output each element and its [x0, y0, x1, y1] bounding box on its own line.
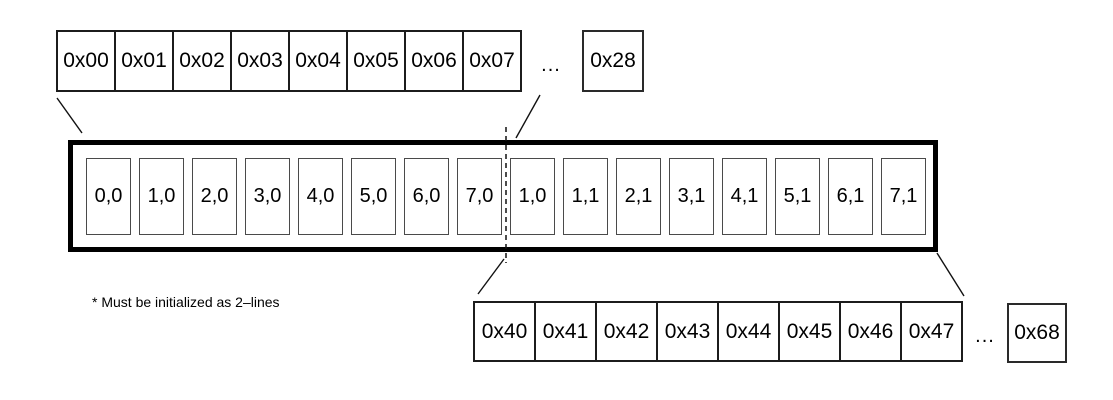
line2-ellipsis: ...	[975, 325, 995, 347]
ddram-cell: 5,0	[351, 158, 396, 235]
line2-last-address-box: 0x68	[1007, 303, 1067, 363]
line1-last-address-box: 0x28	[582, 30, 644, 92]
ddram-cell: 7,1	[881, 158, 926, 235]
ddram-container: 0,0 1,0 2,0 3,0 4,0 5,0 6,0 7,0 1,0 1,1 …	[68, 140, 938, 252]
address-cell: 0x03	[232, 30, 290, 92]
ddram-cell: 1,0	[510, 158, 555, 235]
connector-bottom-right-line	[936, 252, 965, 297]
address-cell: 0x43	[658, 301, 719, 362]
line1-address-strip: 0x00 0x01 0x02 0x03 0x04 0x05 0x06 0x07	[56, 30, 522, 92]
ddram-cell: 6,0	[404, 158, 449, 235]
ddram-cell: 2,0	[192, 158, 237, 235]
address-cell: 0x01	[116, 30, 174, 92]
address-cell: 0x44	[719, 301, 780, 362]
note: * Must be initialized as 2–lines	[92, 294, 280, 310]
address-cell: 0x45	[780, 301, 841, 362]
ddram-cell: 5,1	[775, 158, 820, 235]
address-cell: 0x46	[841, 301, 902, 362]
line1-ellipsis: ...	[541, 53, 561, 76]
address-cell: 0x47	[902, 301, 963, 362]
address-cell: 0x05	[348, 30, 406, 92]
address-cell: 0x42	[597, 301, 658, 362]
line2-address-strip: 0x40 0x41 0x42 0x43 0x44 0x45 0x46 0x47	[473, 301, 963, 362]
connector-top-right-line	[515, 94, 541, 139]
address-cell: 0x06	[406, 30, 464, 92]
address-cell: 0x40	[473, 301, 536, 362]
connector-bottom-left-line	[477, 258, 505, 295]
ddram-cell: 4,1	[722, 158, 767, 235]
connector-top-left-line	[56, 97, 83, 134]
ddram-cell: 6,1	[828, 158, 873, 235]
ddram-cell: 7,0	[457, 158, 502, 235]
ddram-cell: 0,0	[86, 158, 131, 235]
ddram-cell: 3,1	[669, 158, 714, 235]
ddram-cell: 1,0	[139, 158, 184, 235]
ddram-cell: 1,1	[563, 158, 608, 235]
address-cell: 0x04	[290, 30, 348, 92]
address-cell: 0x41	[536, 301, 597, 362]
address-cell: 0x02	[174, 30, 232, 92]
ddram-cell: 2,1	[616, 158, 661, 235]
ddram-cell: 3,0	[245, 158, 290, 235]
address-cell: 0x07	[464, 30, 522, 92]
ddram-cell: 4,0	[298, 158, 343, 235]
address-cell: 0x00	[56, 30, 116, 92]
